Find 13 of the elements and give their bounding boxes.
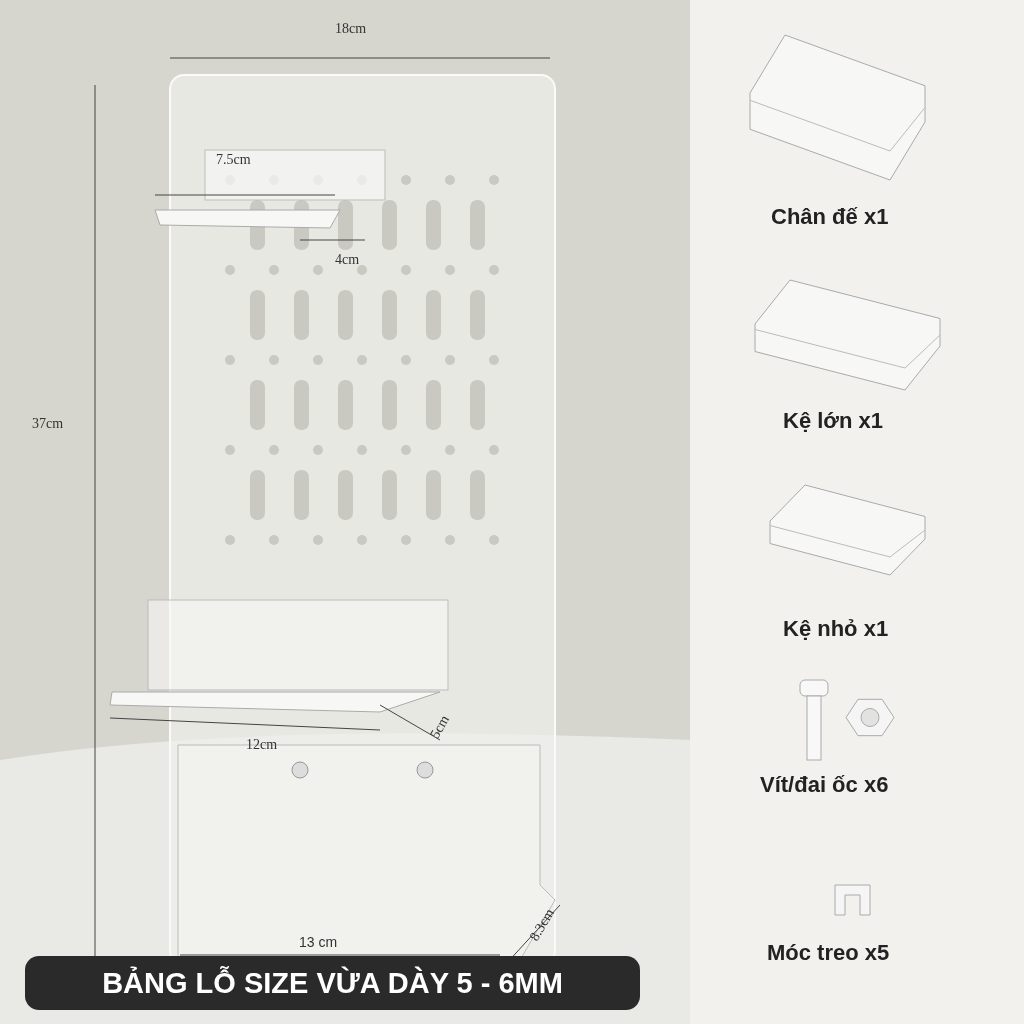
dimension-label: 4cm bbox=[335, 253, 360, 267]
part-caption: Móc treo x5 bbox=[767, 942, 890, 964]
part-caption: Kệ nhỏ x1 bbox=[783, 618, 889, 640]
part-caption: Chân đế x1 bbox=[771, 206, 889, 228]
dimension-label: 18cm bbox=[335, 22, 367, 36]
dimension-label: 37cm bbox=[32, 417, 64, 431]
dimension-label: 12cm bbox=[246, 738, 278, 752]
part-caption: Kệ lớn x1 bbox=[783, 410, 883, 432]
part-caption: Vít/đai ốc x6 bbox=[760, 774, 889, 796]
title-banner: BẢNG LỖ SIZE VỪA DÀY 5 - 6MM bbox=[25, 956, 640, 1010]
dimension-label: 5cm bbox=[427, 713, 453, 741]
dimension-label: 7.5cm bbox=[216, 153, 251, 167]
dimension-label: 13 cm bbox=[299, 935, 338, 949]
